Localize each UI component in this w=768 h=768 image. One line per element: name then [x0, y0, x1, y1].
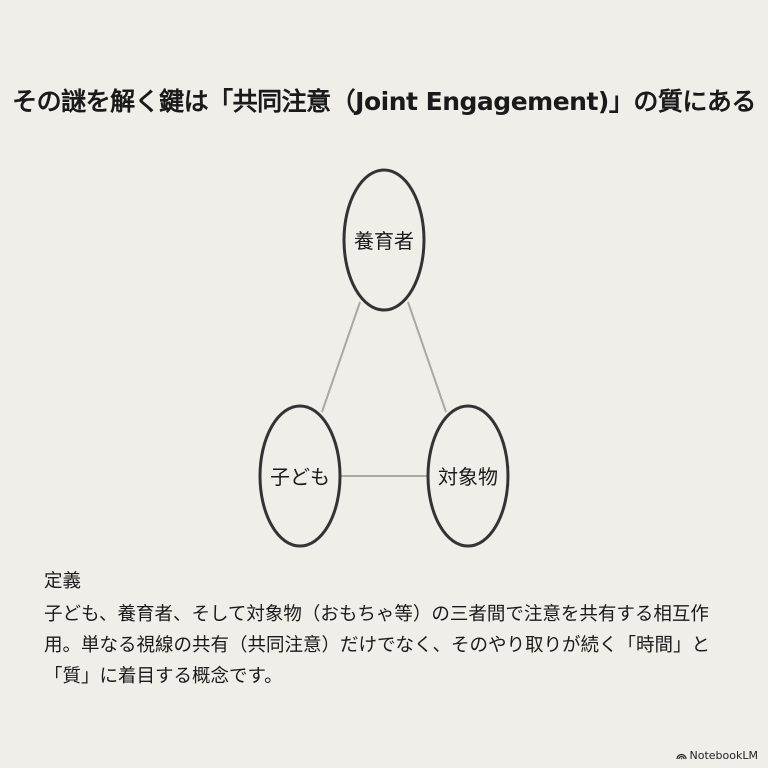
definition-body: 子ども、養育者、そして対象物（おもちゃ等）の三者間で注意を共有する相互作用。単な…: [44, 604, 711, 687]
node-child-label: 子ども: [270, 465, 330, 489]
definition-section: 定義 子ども、養育者、そして対象物（おもちゃ等）の三者間で注意を共有する相互作用…: [44, 566, 734, 692]
node-caregiver-label: 養育者: [354, 229, 414, 253]
page-title: その謎を解く鍵は「共同注意（Joint Engagement)」の質にある: [12, 87, 756, 116]
node-object: 対象物: [426, 404, 510, 548]
edge-caregiver-child: [321, 301, 361, 413]
node-child: 子ども: [258, 404, 342, 548]
edge-caregiver-object: [407, 301, 447, 413]
branding-label: NotebookLM: [689, 749, 758, 762]
branding: NotebookLM: [675, 749, 758, 762]
node-caregiver: 養育者: [342, 168, 426, 312]
definition-heading: 定義: [44, 571, 82, 592]
joint-engagement-diagram: 養育者 子ども 対象物: [258, 168, 510, 548]
notebooklm-logo-icon: [675, 753, 687, 760]
node-object-label: 対象物: [438, 465, 498, 489]
diagram-edges: [321, 301, 447, 477]
